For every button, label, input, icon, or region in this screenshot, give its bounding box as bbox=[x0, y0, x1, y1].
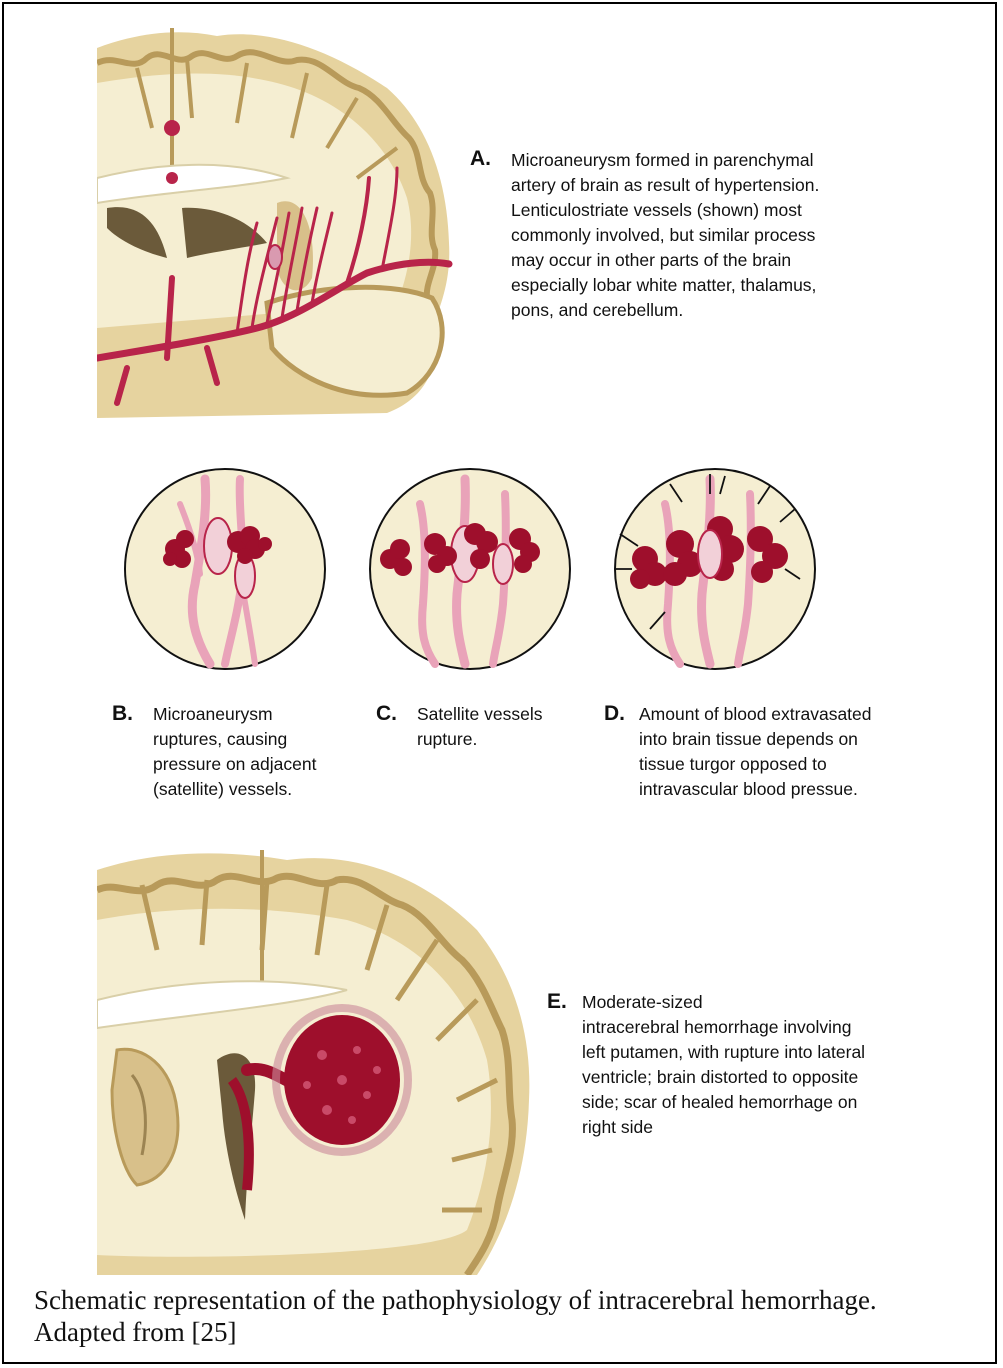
panel-c-description: Satellite vessels rupture. bbox=[417, 702, 542, 752]
panel-d-description: Amount of blood extravasated into brain … bbox=[639, 702, 872, 802]
brain-section-e-illustration bbox=[97, 850, 537, 1275]
panel-c-letter: C. bbox=[376, 701, 397, 726]
circle-b-microaneurysm-rupture bbox=[120, 464, 330, 674]
panel-e-letter: E. bbox=[547, 989, 567, 1014]
panel-e-description: Moderate-sized intracerebral hemorrhage … bbox=[582, 990, 865, 1140]
brain-section-a-illustration bbox=[97, 28, 467, 418]
panel-a-description: Microaneurysm formed in parenchymal arte… bbox=[511, 148, 819, 323]
panel-a-letter: A. bbox=[470, 146, 491, 171]
panel-b-letter: B. bbox=[112, 701, 133, 726]
circle-d-blood-extravasation bbox=[610, 464, 820, 674]
figure-caption: Schematic representation of the pathophy… bbox=[34, 1284, 877, 1348]
circle-c-satellite-rupture bbox=[365, 464, 575, 674]
panel-d-letter: D. bbox=[604, 701, 625, 726]
panel-b-description: Microaneurysm ruptures, causing pressure… bbox=[153, 702, 316, 802]
